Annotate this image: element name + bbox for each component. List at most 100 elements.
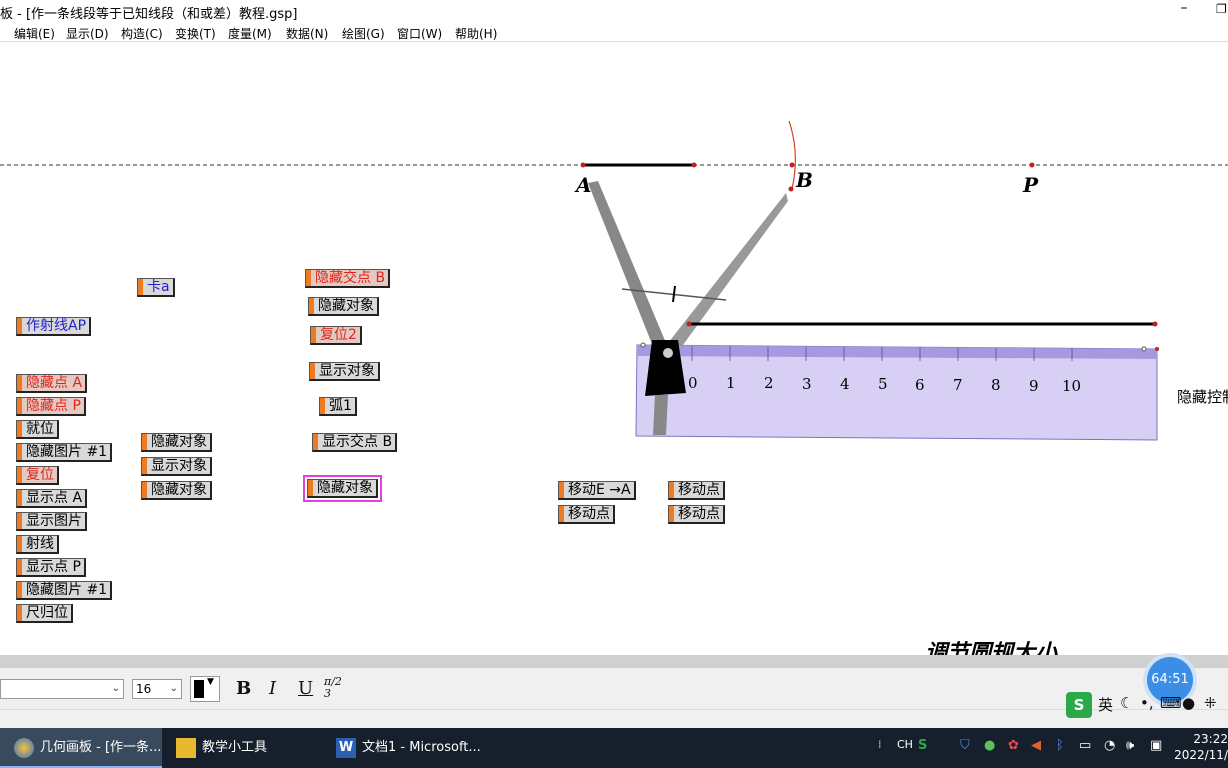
menu-bar: 编辑(E) 显示(D) 构造(C) 变换(T) 度量(M) 数据(N) 绘图(G… [0, 22, 1228, 42]
task-teaching-tools-label: 教学小工具 [202, 740, 268, 755]
button-reset[interactable]: 复位 [16, 466, 59, 485]
button-hide-object-a[interactable]: 隐藏对象 [141, 433, 212, 452]
geometry-drawing [0, 120, 1228, 441]
shield-icon[interactable]: ⛉ [960, 738, 970, 753]
button-reset-2[interactable]: 复位2 [310, 326, 362, 345]
font-size-select[interactable]: 16⌄ [132, 679, 182, 699]
timer-badge[interactable]: 64:51 [1147, 657, 1193, 703]
folder-icon [176, 737, 196, 758]
tray-ch[interactable]: CH [897, 738, 913, 751]
button-ray-ap[interactable]: 作射线AP [16, 317, 92, 336]
geometer-icon [14, 737, 34, 758]
text-color-picker[interactable]: ▼ [190, 676, 220, 702]
button-show-point-p[interactable]: 显示点 P [16, 558, 86, 577]
user-icon[interactable]: ● [1182, 694, 1196, 712]
button-show-object-a[interactable]: 显示对象 [141, 457, 212, 476]
ruler-left-dot [640, 342, 646, 348]
button-hide-picture-1[interactable]: 隐藏图片 #1 [16, 443, 113, 462]
ruler-label-1: 1 [726, 374, 736, 392]
text-format-toolbar: ⌄ 16⌄ ▼ B I U π/2 3 [0, 667, 1228, 709]
button-move-point-3[interactable]: 移动点 [668, 505, 725, 524]
clock-time: 23:22 [1193, 732, 1228, 746]
menu-construct[interactable]: 构造(C) [121, 27, 163, 41]
button-move-point-2[interactable]: 移动点 [668, 481, 725, 500]
button-hide-object-c[interactable]: 隐藏对象 [308, 297, 379, 316]
app-icon[interactable]: ✿ [1008, 738, 1019, 753]
button-move-point-1[interactable]: 移动点 [558, 505, 615, 524]
speaker-app-icon[interactable]: ◀ [1031, 738, 1041, 753]
moon-icon[interactable]: ☾ [1120, 694, 1134, 712]
button-show-point-a[interactable]: 显示点 A [16, 489, 88, 508]
sketch-canvas[interactable]: A B P 0 1 2 3 4 5 6 7 8 9 10 隐藏控制 调节圆规大小… [0, 43, 1228, 655]
menu-data[interactable]: 数据(N) [286, 27, 329, 41]
button-hide-intersection-b[interactable]: 隐藏交点 B [305, 269, 391, 288]
segment2-end-dot [1152, 321, 1158, 327]
task-teaching-tools[interactable]: 教学小工具 [166, 728, 316, 768]
segment2-start-dot [686, 321, 692, 327]
ime-language[interactable]: 英 [1098, 696, 1114, 714]
restore-button[interactable]: ❐ [1216, 2, 1227, 16]
font-family-select[interactable]: ⌄ [0, 679, 124, 699]
word-icon: W [336, 737, 356, 758]
minimize-button[interactable]: – [1180, 0, 1188, 16]
math-format-button[interactable]: π/2 3 [324, 675, 342, 700]
wifi-icon[interactable]: ◔ [1104, 738, 1116, 753]
clock-date: 2022/11/ [1174, 748, 1228, 762]
menu-display[interactable]: 显示(D) [66, 27, 109, 41]
menu-edit[interactable]: 编辑(E) [14, 27, 55, 41]
label-point-b: B [796, 168, 813, 192]
hide-controls-label[interactable]: 隐藏控制 [1177, 388, 1228, 406]
button-hide-object-b[interactable]: 隐藏对象 [141, 481, 212, 500]
ruler-label-5: 5 [878, 375, 888, 393]
italic-button[interactable]: I [269, 678, 277, 699]
task-word[interactable]: W 文档1 - Microsoft... [332, 728, 492, 768]
bold-button[interactable]: B [236, 678, 252, 699]
button-hide-picture-1b[interactable]: 隐藏图片 #1 [16, 581, 113, 600]
task-word-label: 文档1 - Microsoft... [362, 740, 481, 755]
horizontal-scrollbar[interactable] [0, 655, 1228, 667]
button-ray[interactable]: 射线 [16, 535, 59, 554]
button-show-intersection-b[interactable]: 显示交点 B [312, 433, 398, 452]
notification-icon[interactable]: ▣ [1150, 738, 1163, 753]
button-ruler-reset[interactable]: 尺归位 [16, 604, 73, 623]
ruler-scale-strip [637, 345, 1157, 359]
button-hide-object-selected[interactable]: 隐藏对象 [303, 475, 382, 502]
task-geometer[interactable]: 几何画板 - [作一条... [0, 728, 162, 768]
button-show-object-c[interactable]: 显示对象 [309, 362, 380, 381]
arc-b [788, 120, 796, 190]
volume-icon[interactable]: 🕪 [1126, 738, 1135, 753]
ruler-label-0: 0 [688, 374, 698, 392]
menu-window[interactable]: 窗口(W) [397, 27, 443, 41]
compass-handle [653, 395, 668, 435]
tray-sogou-icon[interactable]: S [918, 738, 928, 753]
button-show-picture[interactable]: 显示图片 [16, 512, 87, 531]
button-arc-1[interactable]: 弧1 [319, 397, 357, 416]
battery-icon[interactable]: ▭ [1079, 738, 1092, 753]
menu-help[interactable]: 帮助(H) [455, 27, 498, 41]
button-in-place[interactable]: 就位 [16, 420, 59, 439]
ruler-label-6: 6 [915, 376, 925, 394]
button-move-e-to-a[interactable]: 移动E →A [558, 481, 636, 500]
menu-graph[interactable]: 绘图(G) [342, 27, 385, 41]
compass-head [645, 340, 686, 396]
bluetooth-icon[interactable]: ᛒ [1056, 738, 1064, 753]
ruler-end-dot [1155, 347, 1159, 351]
underline-button[interactable]: U [298, 678, 314, 699]
button-kaa[interactable]: 卡a [137, 278, 175, 297]
point-b-dot [789, 162, 795, 168]
menu-measure[interactable]: 度量(M) [228, 27, 272, 41]
keyboard-icon[interactable]: ⌨ [1160, 694, 1182, 712]
adjust-compass-caption: 调节圆规大小 [925, 640, 1058, 655]
compass-hinge [663, 348, 673, 358]
punctuation-icon[interactable]: •, [1140, 694, 1154, 712]
wechat-icon[interactable]: ● [984, 738, 996, 753]
menu-transform[interactable]: 变换(T) [175, 27, 216, 41]
sogou-icon[interactable]: S [1066, 692, 1092, 718]
ruler-label-8: 8 [991, 376, 1001, 394]
button-hide-point-p[interactable]: 隐藏点 P [16, 397, 86, 416]
button-hide-point-a[interactable]: 隐藏点 A [16, 374, 88, 393]
clock[interactable]: 23:22 2022/11/ [1166, 731, 1228, 763]
segment-end-dot [691, 162, 697, 168]
ruler-label-3: 3 [802, 375, 812, 393]
grid-icon[interactable]: ⁜ [1204, 694, 1217, 712]
